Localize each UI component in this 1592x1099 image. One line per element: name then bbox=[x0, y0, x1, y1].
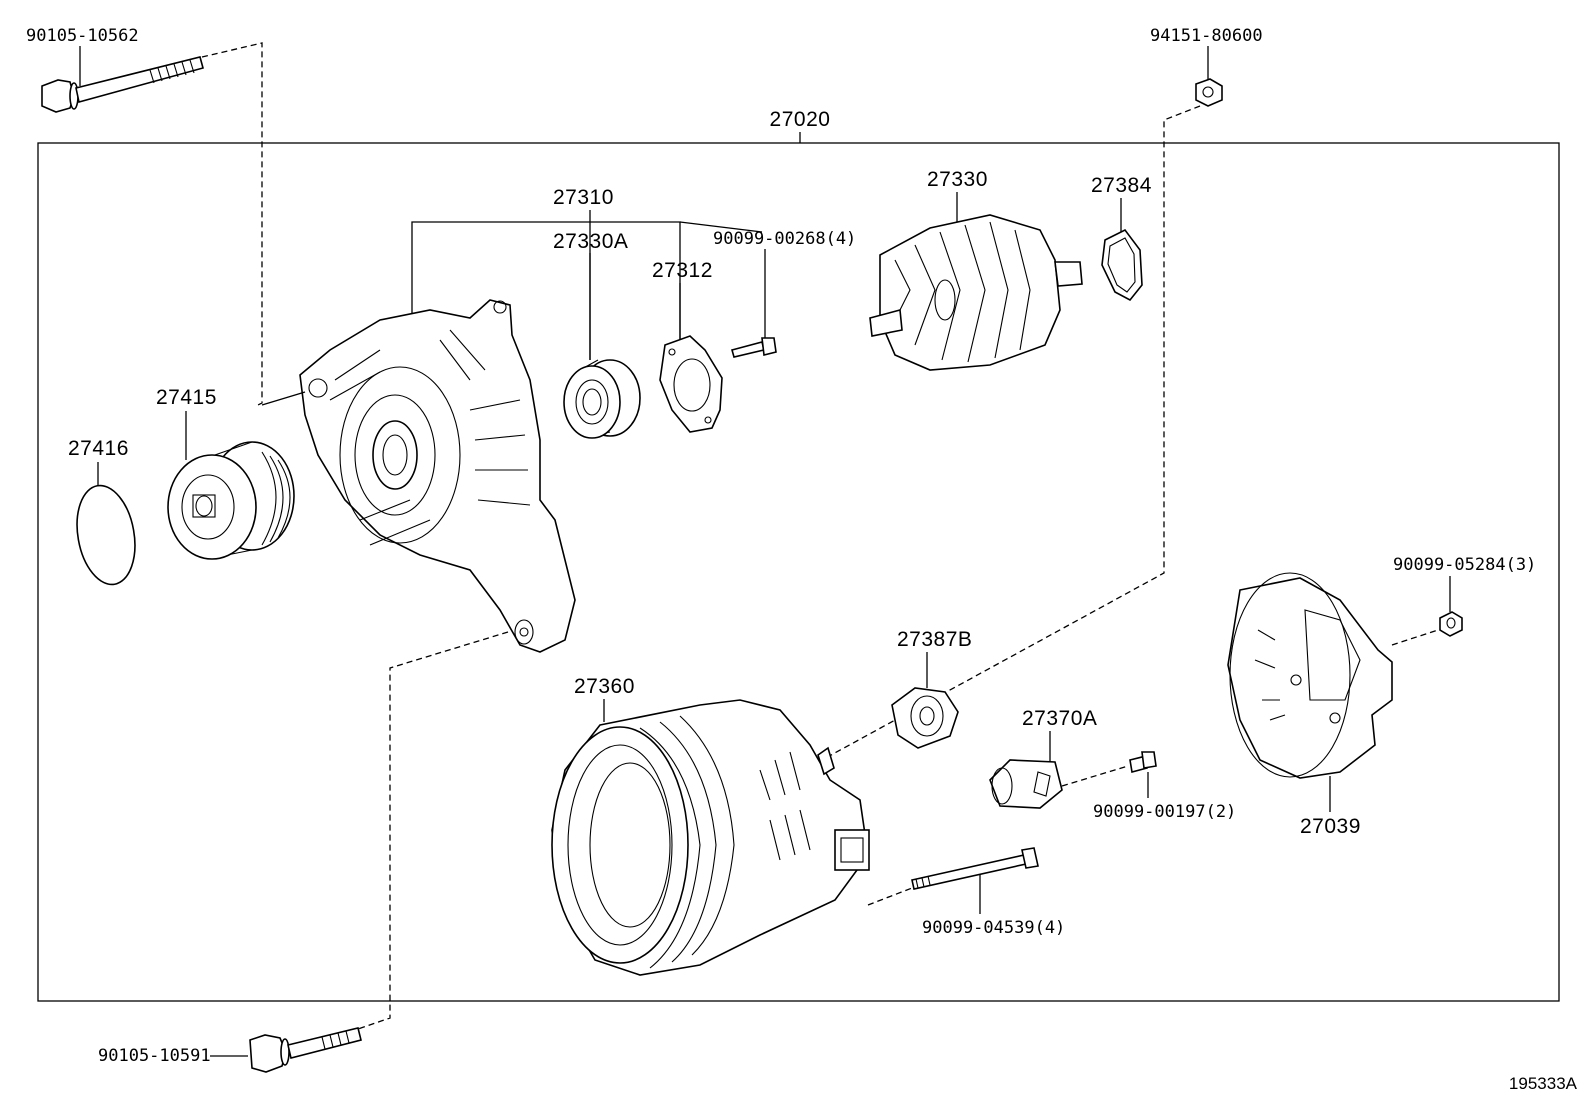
brush-holder-cover[interactable]: 27387B bbox=[891, 628, 972, 749]
bolt-top-left[interactable]: 90105-10562 bbox=[26, 26, 204, 113]
label-through-bolt[interactable]: 90099-04539(4) bbox=[922, 918, 1065, 938]
insulator-ring[interactable]: 27384 bbox=[1091, 174, 1152, 302]
rear-end-cover[interactable]: 27039 bbox=[1227, 572, 1393, 838]
rectifier-end-frame[interactable]: 27360 bbox=[551, 675, 870, 976]
bolt-bottom[interactable]: 90105-10591 bbox=[98, 1027, 362, 1073]
pulley[interactable]: 27415 bbox=[156, 386, 295, 560]
bearing[interactable]: 27330A bbox=[553, 230, 641, 439]
label-screw-retainer[interactable]: 90099-00268(4) bbox=[713, 229, 856, 249]
retainer-plate[interactable]: 27312 bbox=[652, 259, 723, 433]
label-rotor[interactable]: 27330 bbox=[927, 168, 988, 191]
screw-terminal[interactable]: 90099-00197(2) bbox=[1093, 751, 1236, 822]
label-bolt-top-left[interactable]: 90105-10562 bbox=[26, 26, 139, 46]
reference-code: 195333A bbox=[1509, 1074, 1578, 1093]
label-bearing[interactable]: 27330A bbox=[553, 230, 628, 253]
label-rectifier-end-frame[interactable]: 27360 bbox=[574, 675, 635, 698]
dash-bolt-bottom bbox=[354, 631, 509, 1031]
label-insulator-ring[interactable]: 27384 bbox=[1091, 174, 1152, 197]
label-rear-cover-nut[interactable]: 90099-05284(3) bbox=[1393, 555, 1536, 575]
dash-nut-top-right bbox=[821, 105, 1201, 761]
label-screw-terminal[interactable]: 90099-00197(2) bbox=[1093, 802, 1236, 822]
label-pulley-cap[interactable]: 27416 bbox=[68, 437, 129, 460]
label-rear-end-cover[interactable]: 27039 bbox=[1300, 815, 1361, 838]
screw-retainer[interactable]: 90099-00268(4) bbox=[713, 229, 856, 358]
label-drive-end-frame[interactable]: 27310 bbox=[553, 186, 614, 209]
label-brush-holder-cover[interactable]: 27387B bbox=[897, 628, 972, 651]
label-pulley[interactable]: 27415 bbox=[156, 386, 217, 409]
dash-bolt-top-left bbox=[201, 42, 263, 406]
drive-end-frame[interactable]: 27310 bbox=[299, 186, 763, 653]
through-bolt[interactable]: 90099-04539(4) bbox=[911, 847, 1065, 938]
regulator-terminal[interactable]: 27370A bbox=[989, 707, 1097, 809]
rotor[interactable]: 27330 bbox=[869, 168, 1083, 371]
nut-top-right[interactable]: 94151-80600 bbox=[1150, 26, 1263, 107]
assembly-label[interactable]: 27020 bbox=[770, 108, 831, 131]
label-retainer-plate[interactable]: 27312 bbox=[652, 259, 713, 282]
rear-cover-nut[interactable]: 90099-05284(3) bbox=[1393, 555, 1536, 637]
label-nut-top-right[interactable]: 94151-80600 bbox=[1150, 26, 1263, 46]
assembly-frame bbox=[37, 142, 1560, 1002]
pulley-cap[interactable]: 27416 bbox=[68, 437, 142, 589]
label-bolt-bottom[interactable]: 90105-10591 bbox=[98, 1046, 211, 1066]
label-regulator-terminal[interactable]: 27370A bbox=[1022, 707, 1097, 730]
